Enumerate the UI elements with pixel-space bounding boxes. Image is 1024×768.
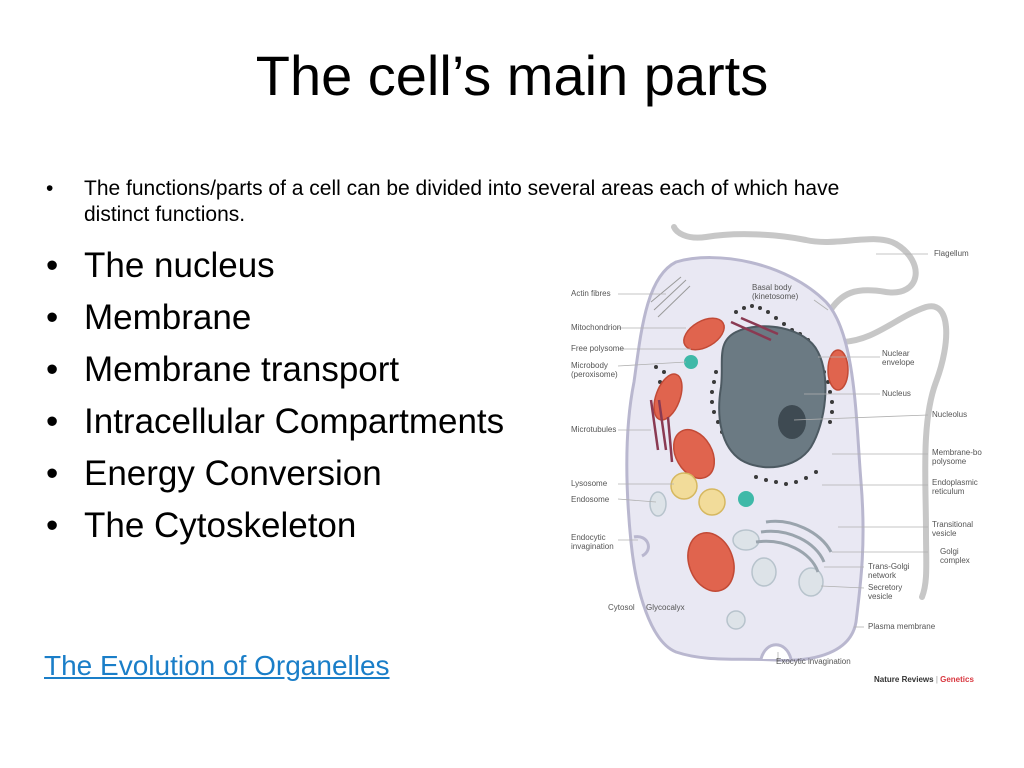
label-trans-golgi-network: network [868, 571, 897, 580]
nucleolus [778, 405, 806, 439]
label-transitional-vesicle: vesicle [932, 529, 957, 538]
label-membrane-bound: Membrane-bound [932, 448, 982, 457]
label-transitional: Transitional [932, 520, 973, 529]
flagellum [671, 224, 919, 317]
credit-section: Genetics [940, 675, 974, 684]
credit-separator: | [934, 675, 941, 684]
label-microbody: Microbody [571, 361, 608, 370]
label-microtubules: Microtubules [571, 425, 616, 434]
label-nucleus: Nucleus [882, 389, 911, 398]
mitochondria [653, 317, 849, 592]
label-endocytic: Endocytic [571, 533, 606, 542]
actin-fibres [650, 276, 691, 318]
microbody [684, 355, 698, 369]
lysosome-2 [698, 488, 726, 516]
bullet-membrane-transport: Membrane transport [40, 344, 904, 396]
label-nuclear: Nuclear [882, 349, 910, 358]
bullet-intracellular-compartments: Intracellular Compartments [40, 396, 904, 448]
label-actin-fibres: Actin fibres [571, 289, 611, 298]
label-lysosome: Lysosome [571, 479, 608, 488]
label-secretory: Secretory [868, 583, 902, 592]
lysosome [670, 472, 698, 500]
bullet-energy-conversion: Energy Conversion [40, 448, 904, 500]
bullet-intro: The functions/parts of a cell can be div… [40, 176, 904, 228]
label-peroxisome: (peroxisome) [571, 370, 618, 379]
label-plasma-membrane: Plasma membrane [868, 622, 936, 631]
evolution-of-organelles-link[interactable]: The Evolution of Organelles [44, 650, 390, 681]
label-golgi-complex: complex [940, 556, 970, 565]
microbody-2 [738, 491, 754, 507]
credit-journal: Nature Reviews [874, 675, 934, 684]
vesicles [649, 491, 824, 630]
label-exocytic-invagination: Exocytic invagination [776, 657, 851, 666]
label-invagination: invagination [571, 542, 614, 551]
label-golgi: Golgi [940, 547, 959, 556]
label-endosome: Endosome [571, 495, 610, 504]
label-mitochondrion: Mitochondrion [571, 323, 621, 332]
label-trans-golgi: Trans-Golgi [868, 562, 910, 571]
label-membrane-polysome: polysome [932, 457, 967, 466]
flagellum-2 [840, 303, 950, 600]
label-cytosol: Cytosol [608, 603, 635, 612]
bullet-cytoskeleton: The Cytoskeleton [40, 500, 904, 552]
label-envelope: envelope [882, 358, 915, 367]
label-nucleolus: Nucleolus [932, 410, 967, 419]
label-kinetosome: (kinetosome) [752, 292, 799, 301]
label-basal-body: Basal body [752, 283, 792, 292]
bullet-list: The functions/parts of a cell can be div… [40, 176, 904, 552]
golgi-complex [755, 519, 833, 573]
page-title: The cell’s main parts [255, 44, 769, 107]
label-reticulum: reticulum [932, 487, 965, 496]
credit-source: Nature Reviews | Genetics [874, 675, 974, 684]
label-free-polysome: Free polysome [571, 344, 624, 353]
cell-diagram: Actin fibres Mitochondrion Free polysome… [571, 224, 982, 684]
exocytic-invagination [759, 643, 793, 660]
microtubules [649, 316, 779, 463]
label-secretory-vesicle: vesicle [868, 592, 893, 601]
label-glycocalyx: Glycocalyx [646, 603, 685, 612]
bullet-nucleus: The nucleus [40, 240, 904, 292]
label-endoplasmic: Endoplasmic [932, 478, 978, 487]
endocytic-invagination [633, 535, 650, 558]
nucleus [718, 325, 827, 469]
bullet-membrane: Membrane [40, 292, 904, 344]
label-flagellum: Flagellum [934, 249, 969, 258]
